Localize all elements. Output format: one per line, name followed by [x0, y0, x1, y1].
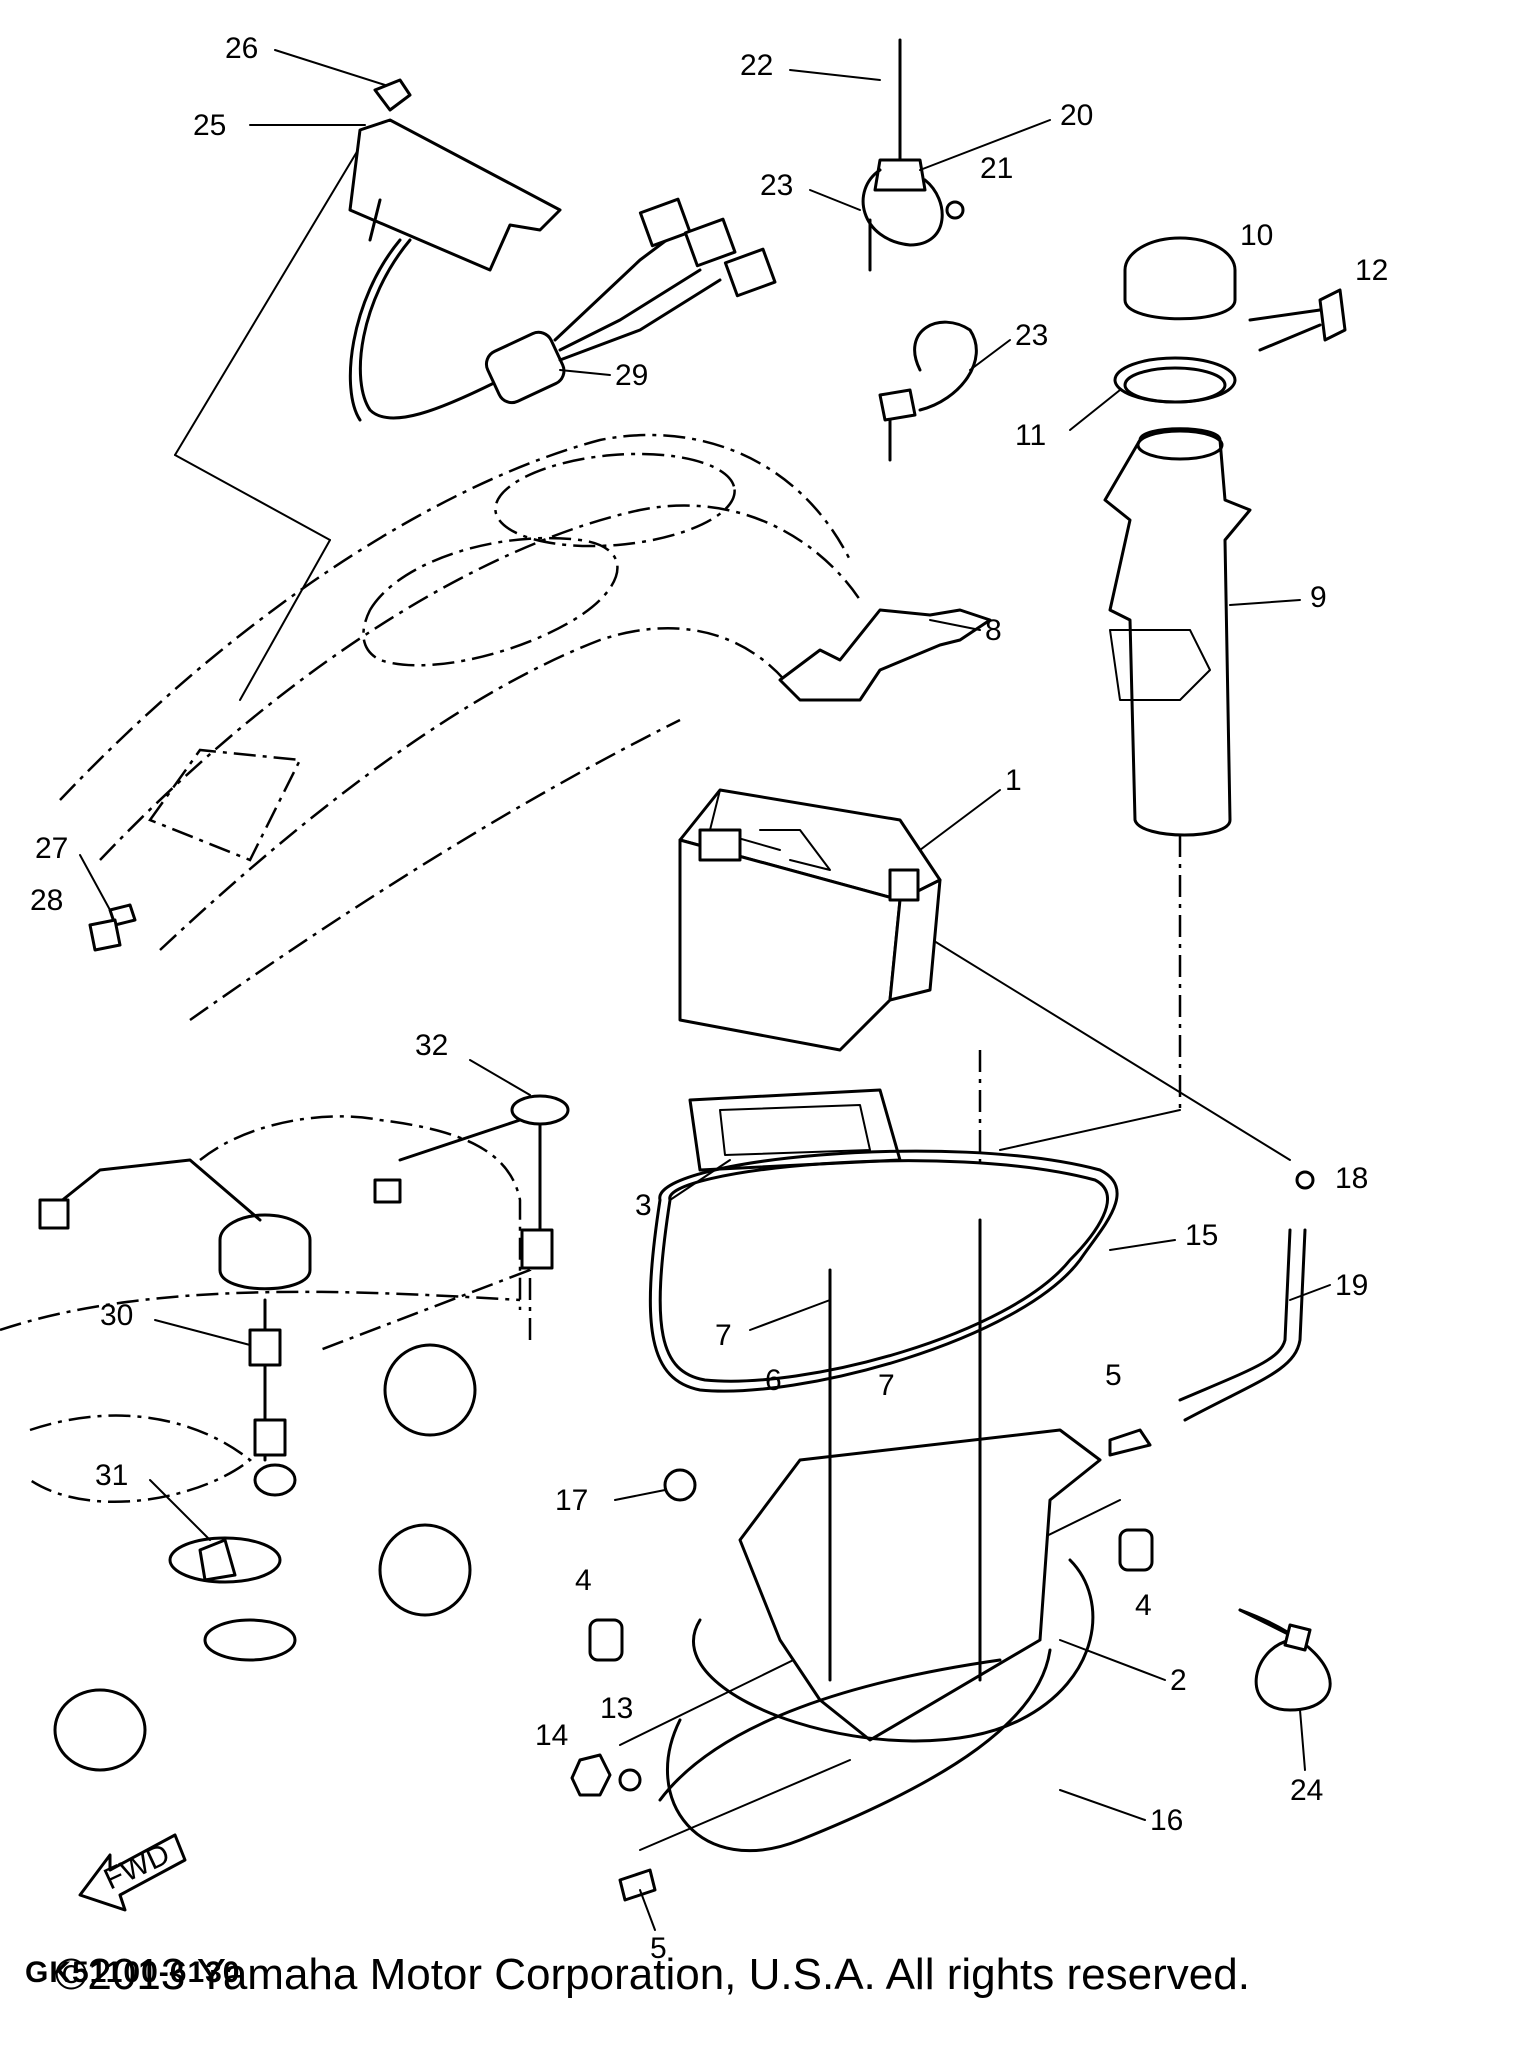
fuel-filler-neck-icon	[1103, 236, 1347, 837]
callout-31: 31	[95, 1459, 128, 1492]
callouts: 26 25 22 20 21 23 10 12 23 11 29 9 8 1	[25, 32, 1388, 1989]
callout-25: 25	[193, 109, 226, 142]
battery-box-icon	[648, 1149, 1119, 1853]
callout-5-bottom: 5	[650, 1932, 667, 1965]
callout-20: 20	[1060, 99, 1093, 132]
callout-11: 11	[1015, 419, 1046, 452]
callout-15: 15	[1185, 1219, 1218, 1252]
callout-5-top: 5	[1105, 1359, 1122, 1392]
retainer-icon	[88, 903, 137, 952]
callout-21: 21	[980, 152, 1013, 185]
copyright-notice: ©2013 Yamaha Motor Corporation, U.S.A. A…	[55, 1950, 1250, 1999]
callout-32: 32	[415, 1029, 448, 1062]
callout-4-right: 4	[1135, 1589, 1152, 1622]
battery-pad-icon	[688, 1088, 902, 1172]
battery-icon	[678, 788, 942, 1052]
clamp-icons	[861, 38, 978, 462]
wire-harness-icon	[348, 78, 777, 422]
callout-1: 1	[1005, 764, 1022, 797]
callout-4-left: 4	[575, 1564, 592, 1597]
fwd-arrow-icon: FWD	[78, 1833, 187, 1912]
deck-outline-icon	[0, 433, 862, 1504]
hose-icon	[1178, 1170, 1315, 1422]
callout-3: 3	[635, 1189, 652, 1222]
cable-tie-icon	[1238, 1608, 1332, 1712]
callout-10: 10	[1240, 219, 1273, 252]
callout-30: 30	[100, 1299, 133, 1332]
callout-6: 6	[765, 1364, 782, 1397]
callout-28: 28	[30, 884, 63, 917]
bracket-icon	[778, 608, 992, 702]
callout-8: 8	[985, 614, 1002, 647]
callout-17: 17	[555, 1484, 588, 1517]
callout-24: 24	[1290, 1774, 1323, 1807]
callout-23-top: 23	[760, 169, 793, 202]
callout-14: 14	[535, 1719, 568, 1752]
callout-2: 2	[1170, 1664, 1187, 1697]
fasteners-icon	[570, 1428, 1154, 1902]
diagram-code: GK51100-6130	[25, 1956, 241, 1989]
callout-7-right: 7	[878, 1369, 895, 1402]
callout-12: 12	[1355, 254, 1388, 287]
callout-19: 19	[1335, 1269, 1368, 1302]
fuel-sender-icon	[38, 1094, 570, 1772]
callout-27: 27	[35, 832, 68, 865]
callout-26: 26	[225, 32, 258, 65]
callout-9: 9	[1310, 581, 1327, 614]
callout-13: 13	[600, 1692, 633, 1725]
callout-29: 29	[615, 359, 648, 392]
callout-22: 22	[740, 49, 773, 82]
callout-18: 18	[1335, 1162, 1368, 1195]
callout-16: 16	[1150, 1804, 1183, 1837]
callout-7-left: 7	[715, 1319, 732, 1352]
callout-23-mid: 23	[1015, 319, 1048, 352]
